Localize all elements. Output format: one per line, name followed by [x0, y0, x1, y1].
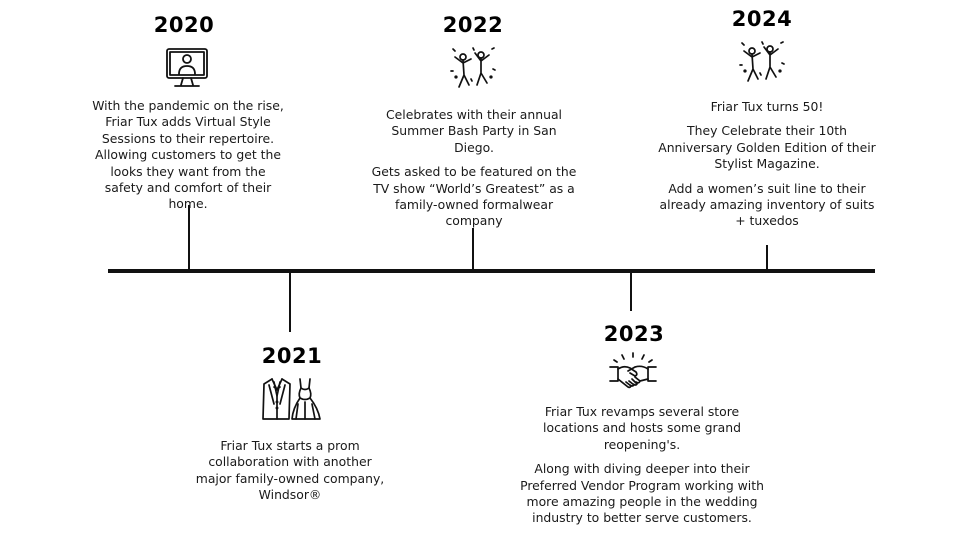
year-2020: 2020 — [153, 13, 215, 37]
tick-2022 — [472, 228, 474, 271]
timeline-axis — [108, 269, 875, 273]
event-paragraph: Celebrates with their annual Summer Bash… — [386, 107, 562, 155]
tuxedo-and-dress-icon — [260, 376, 326, 422]
year-2022: 2022 — [442, 13, 504, 37]
event-text-2020: With the pandemic on the rise, Friar Tux… — [92, 98, 284, 213]
tick-2021 — [289, 271, 291, 332]
event-text-2023: Friar Tux revamps several store location… — [520, 404, 764, 527]
tick-2023 — [630, 271, 632, 311]
event-paragraph: Add a women’s suit line to their already… — [659, 180, 875, 229]
year-2021: 2021 — [261, 344, 323, 368]
event-text-2022: Celebrates with their annual Summer Bash… — [371, 107, 577, 230]
year-2023: 2023 — [603, 322, 665, 346]
computer-video-call-icon — [164, 47, 210, 91]
event-paragraph: Friar Tux revamps several store location… — [543, 404, 741, 452]
tick-2024 — [766, 245, 768, 271]
event-paragraph: Gets asked to be featured on the TV show… — [371, 164, 577, 229]
event-paragraph: Friar Tux turns 50! — [710, 99, 824, 114]
celebrating-people-icon — [736, 39, 788, 89]
event-paragraph: Friar Tux starts a prom collaboration wi… — [195, 438, 385, 503]
event-paragraph: Along with diving deeper into their Pref… — [520, 461, 764, 526]
handshake-icon — [608, 351, 658, 391]
event-text-2021: Friar Tux starts a prom collaboration wi… — [190, 438, 390, 504]
celebrating-people-icon — [447, 45, 499, 95]
event-text-2024: Friar Tux turns 50! They Celebrate their… — [654, 99, 880, 230]
tick-2020 — [188, 205, 190, 271]
event-paragraph: With the pandemic on the rise, Friar Tux… — [92, 98, 284, 212]
event-paragraph: They Celebrate their 10th Anniversary Go… — [658, 123, 876, 172]
year-2024: 2024 — [731, 7, 793, 31]
